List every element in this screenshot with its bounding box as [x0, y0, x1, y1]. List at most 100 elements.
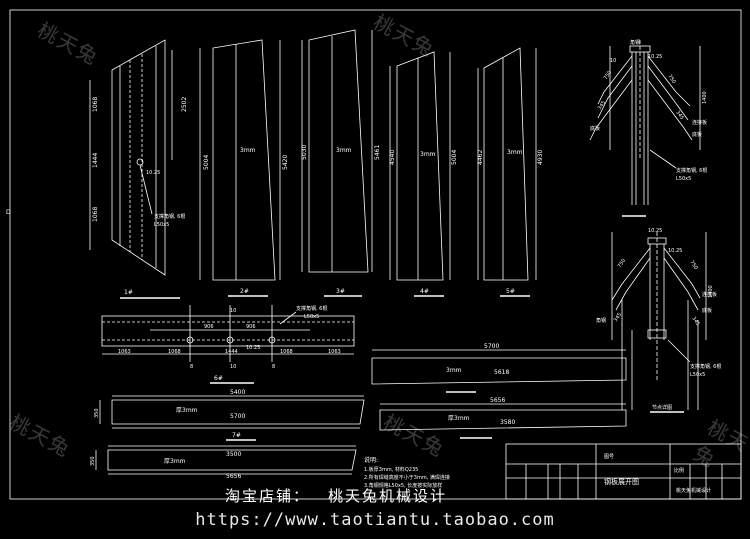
strip-top-callout-b: L50x5	[304, 314, 319, 320]
node-bot-dim-a: 10.25	[648, 228, 662, 234]
panel-4-caption: 4#	[420, 288, 429, 295]
panel-3-thk: 3mm	[336, 147, 352, 154]
title-block-name: 钢板展开图	[604, 477, 639, 486]
strip-top-dim-t1: 906	[204, 324, 214, 330]
strip-low-thk: 厚3mm	[164, 458, 186, 465]
panel-1-dim-e: 10.25	[146, 170, 160, 176]
strip-top-hole-c	[268, 336, 276, 344]
shop-banner: 淘宝店铺： 桃天兔机械设计	[225, 485, 465, 506]
panel-3-dim-a: 5030	[301, 145, 308, 160]
panel-4: 3mm 4540 5004 4#	[389, 51, 458, 297]
title-block: 钢板展开图 桃天兔机械设计 比例 图号	[505, 443, 742, 500]
notes-title: 说明:	[364, 456, 378, 464]
shop-name: 桃天兔机械设计	[328, 487, 448, 505]
panel-3-dim-b: 5461	[374, 145, 381, 160]
node-bot-dim-e: 345	[613, 312, 623, 323]
panel-5-thk: 3mm	[507, 149, 523, 156]
strip-r1-bottom: 5618	[494, 369, 509, 376]
panel-4-dim-b: 5004	[451, 150, 458, 165]
strip-top-dim-b4: 10.25	[246, 345, 260, 351]
node-bot-dim-c: 750	[617, 258, 627, 269]
node-top-dim-e: 345	[674, 110, 684, 121]
node-top-dim-d: 345	[597, 100, 607, 111]
node-top-callout-b: L50x5	[676, 176, 691, 182]
node-top-label-c: 连接板	[692, 119, 707, 126]
panel-1-dim-b: 1444	[92, 153, 99, 168]
strip-mid-top: 5400	[230, 389, 245, 396]
node-top-dim-f: 1400	[702, 91, 708, 104]
panel-1-callout-b: L50x5	[154, 222, 169, 228]
sheet-border	[9, 9, 742, 500]
node-top-dim-g: 10	[610, 58, 616, 64]
title-block-scale: 比例	[674, 467, 684, 474]
strip-r1-top: 5700	[484, 343, 499, 350]
strip-mid-side: 350	[94, 408, 100, 418]
strip-low: 3500 厚3mm 5656 350	[90, 445, 357, 480]
title-block-company: 桃天兔机械设计	[676, 487, 711, 494]
strip-top-dim-b5: 1068	[280, 349, 293, 355]
node-bot-caption: 节点详图	[652, 404, 672, 411]
strip-top-caption: 6#	[214, 375, 223, 382]
panel-1-callout-a: 支撑角钢, 6根	[154, 213, 185, 220]
strip-top-dim-b3: 1444	[225, 349, 238, 355]
strip-top-dim-t2: 10	[230, 308, 236, 314]
strip-top-dim-b6: 1063	[328, 349, 341, 355]
node-top-label-d: 底板	[692, 131, 702, 138]
strip-mid-thk: 厚3mm	[176, 407, 198, 414]
strip-top: 906 10 906 1063 1068 1444 10.25 1068 106…	[101, 305, 355, 384]
node-detail-top: 10.25 750 750 345 345 1400 10 角钢 底板 连接板 …	[589, 39, 708, 217]
panel-1-caption: 1#	[124, 289, 133, 296]
strip-top-hole-a	[186, 336, 194, 344]
strip-low-top: 3500	[226, 451, 241, 458]
node-bot-dim-d: 750	[688, 260, 698, 271]
panel-2: 3mm 5004 5420 2#	[199, 39, 289, 297]
panel-5-caption: 5#	[506, 288, 515, 295]
notes-line-1: 1.板厚3mm, 材料Q235	[364, 466, 418, 473]
notes-line-3: 3.角钢规格L50x5, 长度按实际放样	[364, 482, 442, 489]
panel-4-dim-a: 4540	[389, 150, 396, 165]
strip-top-dim-t3: 906	[246, 324, 256, 330]
strip-top-dim-b1: 1063	[118, 349, 131, 355]
notes-line-2: 2.所有焊缝高度不小于3mm, 满焊连接	[364, 474, 450, 481]
strip-right-1: 5700 3mm 5618	[371, 343, 627, 393]
panel-2-caption: 2#	[240, 288, 249, 295]
panel-3: 3mm 5030 5461 3#	[301, 29, 381, 297]
strip-top-mid-a: 10	[230, 364, 236, 370]
strip-right-2: 5656 厚3mm 3580	[379, 397, 627, 439]
strip-r2-thk: 厚3mm	[448, 415, 470, 422]
side-mark: D	[6, 209, 11, 216]
node-bot-label-a: 角钢	[596, 317, 606, 324]
panel-5: 3mm 4462 4930 5#	[477, 47, 544, 297]
panel-4-thk: 3mm	[420, 151, 436, 158]
strip-r2-bottom: 3580	[500, 419, 515, 426]
panel-2-dim-b: 5420	[282, 155, 289, 170]
panel-5-dim-a: 4462	[477, 150, 484, 165]
strip-low-bottom: 5656	[226, 473, 241, 480]
strip-mid-caption: 7#	[232, 432, 241, 439]
panel-2-thk: 3mm	[240, 147, 256, 154]
node-top-label-b: 底板	[590, 125, 600, 132]
node-bot-dim-f: 345	[690, 316, 700, 327]
node-top-callout-a: 支撑角钢, 6根	[676, 167, 707, 174]
panel-1: 1068 1444 1068 2502 10.25 支撑角钢, 6根 L50x5…	[89, 39, 188, 299]
strip-mid: 5400 厚3mm 5700 350 7#	[94, 389, 365, 441]
node-bot-dim-b: 10.25	[668, 248, 682, 254]
strip-top-callout-a: 支撑角钢, 6根	[296, 305, 327, 312]
node-top-dim-b: 750	[603, 70, 613, 81]
node-bot-dim-g: 1400	[708, 285, 714, 298]
strip-r1-thk: 3mm	[446, 367, 462, 374]
strip-r2-top: 5656	[490, 397, 505, 404]
node-bot-callout-b: L50x5	[690, 372, 705, 378]
node-bot-callout-a: 支撑角钢, 6根	[690, 363, 721, 370]
strip-top-mid-c: 8	[272, 364, 275, 370]
panel-1-dim-c: 1068	[92, 207, 99, 222]
panel-3-caption: 3#	[336, 288, 345, 295]
panel-1-dim-a: 1068	[92, 97, 99, 112]
shop-label: 淘宝店铺：	[225, 487, 311, 505]
strip-low-side: 350	[90, 456, 96, 466]
notes: 说明: 1.板厚3mm, 材料Q235 2.所有焊缝高度不小于3mm, 满焊连接…	[364, 456, 450, 489]
node-bot-label-b: 底板	[702, 307, 712, 314]
node-top-dim-c: 750	[666, 74, 676, 85]
strip-top-dim-b2: 1068	[168, 349, 181, 355]
